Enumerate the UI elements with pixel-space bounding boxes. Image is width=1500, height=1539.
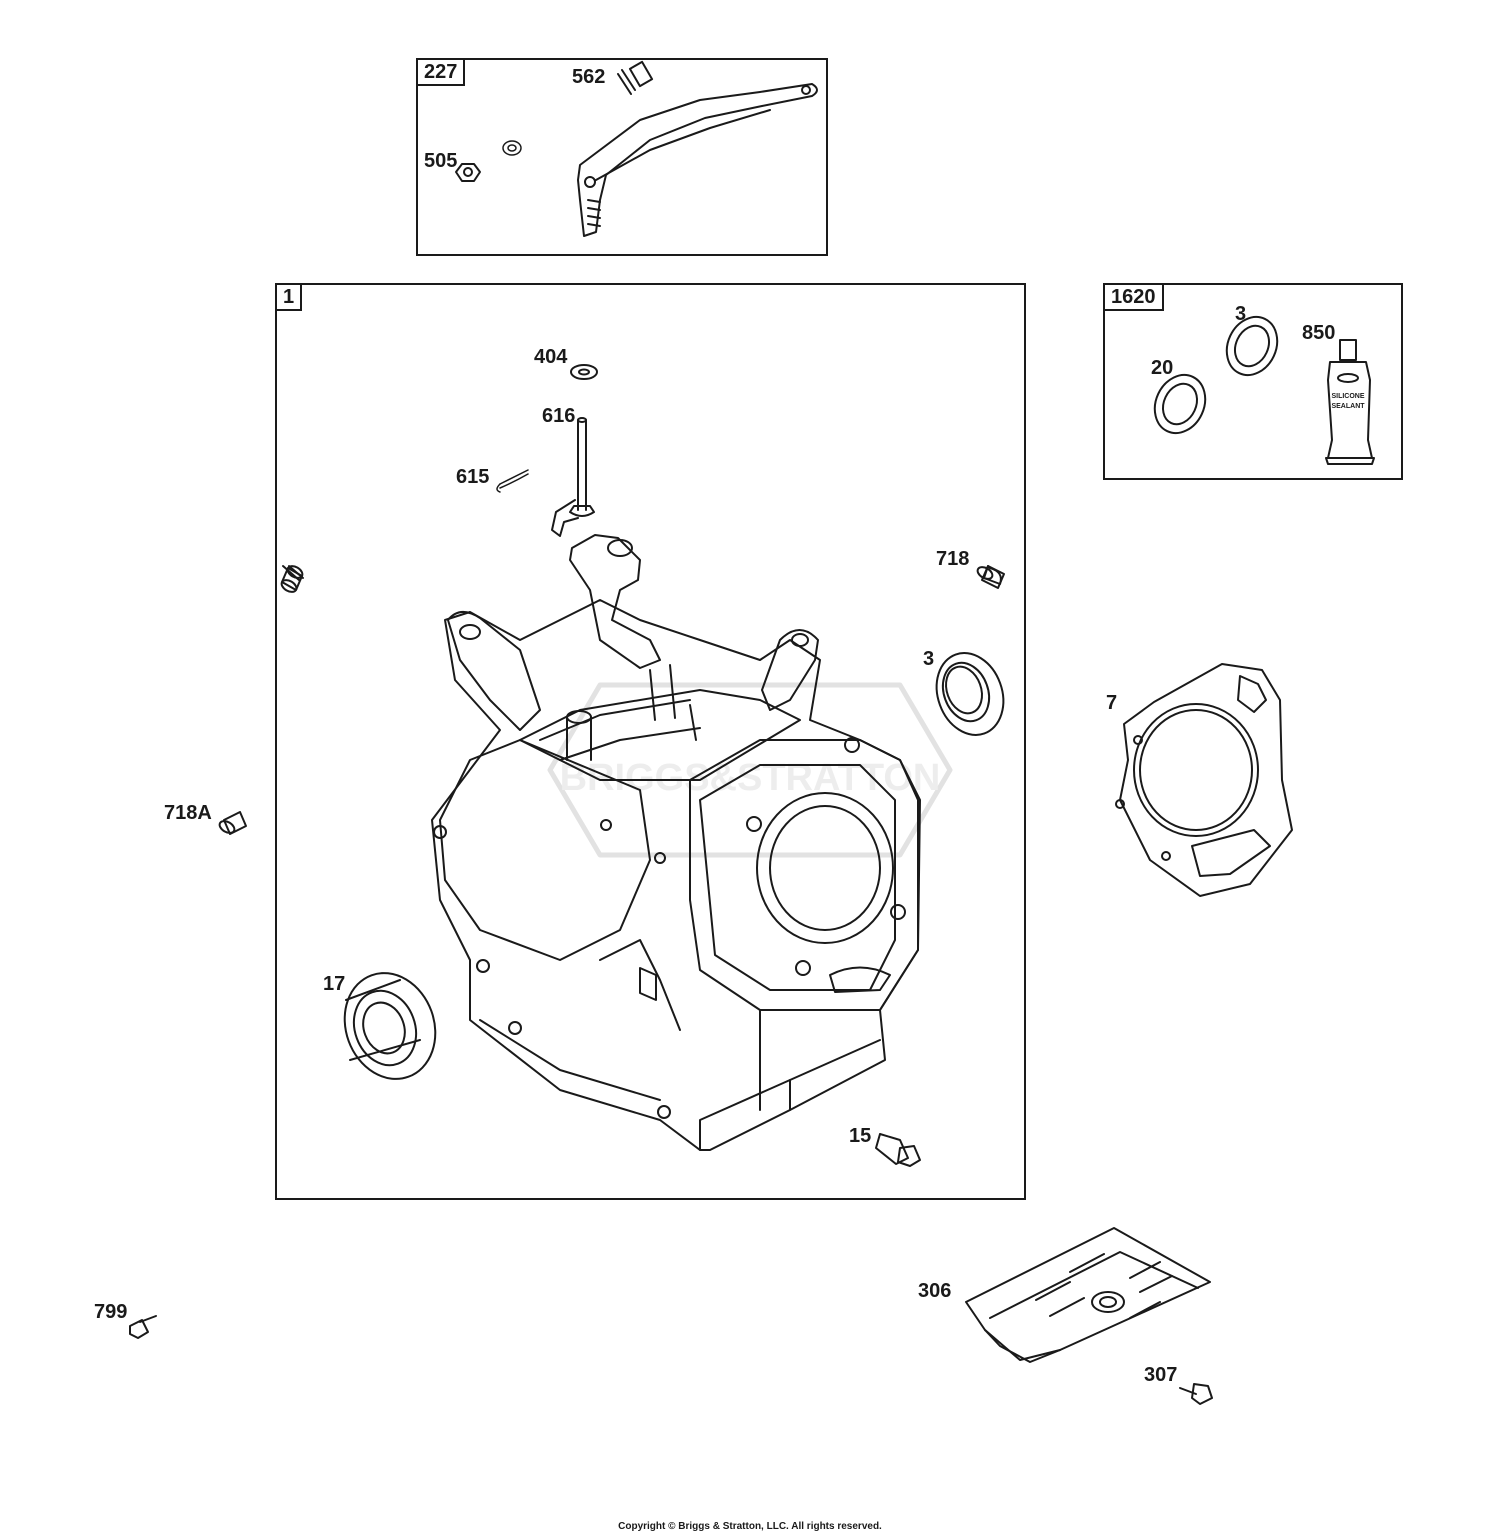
washer-illustration bbox=[502, 140, 522, 156]
dowel-718A-illustration bbox=[218, 811, 247, 835]
callout-850[interactable]: 850 bbox=[1302, 322, 1336, 344]
seal-3-illustration bbox=[935, 652, 1005, 736]
bolt-307-illustration bbox=[1179, 1383, 1213, 1405]
plug-15-illustration bbox=[875, 1133, 921, 1167]
callout-616[interactable]: 616 bbox=[542, 405, 576, 427]
callout-17[interactable]: 17 bbox=[323, 973, 346, 995]
callout-7[interactable]: 7 bbox=[1106, 692, 1118, 714]
watermark-logo: BRIGGS&STRATTON bbox=[547, 682, 953, 858]
callout-15[interactable]: 15 bbox=[849, 1125, 872, 1147]
kit-box-1: 1 bbox=[275, 283, 1026, 1200]
crankcase-illustration bbox=[431, 534, 921, 1151]
governor-lever-illustration bbox=[577, 83, 818, 237]
nut-505-illustration bbox=[455, 163, 481, 182]
callout-20[interactable]: 20 bbox=[1151, 357, 1174, 379]
bolt-562-illustration bbox=[617, 60, 654, 95]
callout-562[interactable]: 562 bbox=[572, 66, 606, 88]
seal-3-kit-illustration bbox=[1225, 315, 1279, 377]
callout-718A[interactable]: 718A bbox=[164, 802, 212, 824]
kit-tag-227[interactable]: 227 bbox=[416, 58, 466, 86]
shaft-616-illustration bbox=[551, 417, 595, 537]
sealant-tube-illustration: SILICONE SEALANT bbox=[1325, 339, 1375, 465]
seal-20-illustration bbox=[1153, 373, 1207, 435]
watermark-text: BRIGGS&STRATTON bbox=[560, 757, 941, 799]
callout-799[interactable]: 799 bbox=[94, 1301, 128, 1323]
callout-505[interactable]: 505 bbox=[424, 150, 458, 172]
bolt-799-illustration bbox=[129, 1315, 157, 1339]
callout-307[interactable]: 307 bbox=[1144, 1364, 1178, 1386]
tube-label-line-1: SILICONE bbox=[1331, 393, 1364, 400]
washer-404-illustration bbox=[570, 364, 598, 380]
callout-306[interactable]: 306 bbox=[918, 1280, 952, 1302]
bearing-17-illustration bbox=[343, 972, 437, 1080]
callout-718[interactable]: 718 bbox=[936, 548, 970, 570]
callout-3-kit[interactable]: 3 bbox=[1235, 303, 1247, 325]
head-gasket-illustration bbox=[1115, 663, 1293, 897]
shield-306-illustration bbox=[965, 1227, 1211, 1363]
dowel-718-visual bbox=[976, 565, 1005, 589]
tube-label-line-2: SEALANT bbox=[1331, 403, 1365, 410]
kit-tag-1620[interactable]: 1620 bbox=[1103, 283, 1164, 311]
kit-tag-1[interactable]: 1 bbox=[275, 283, 303, 311]
callout-404[interactable]: 404 bbox=[534, 346, 568, 368]
kit-box-227: 227 bbox=[416, 58, 828, 256]
pin-615-illustration bbox=[496, 469, 529, 493]
callout-615[interactable]: 615 bbox=[456, 466, 490, 488]
callout-3-main[interactable]: 3 bbox=[923, 648, 935, 670]
kit-box-1620: 1620 bbox=[1103, 283, 1403, 480]
copyright-notice: Copyright © Briggs & Stratton, LLC. All … bbox=[618, 1521, 882, 1532]
